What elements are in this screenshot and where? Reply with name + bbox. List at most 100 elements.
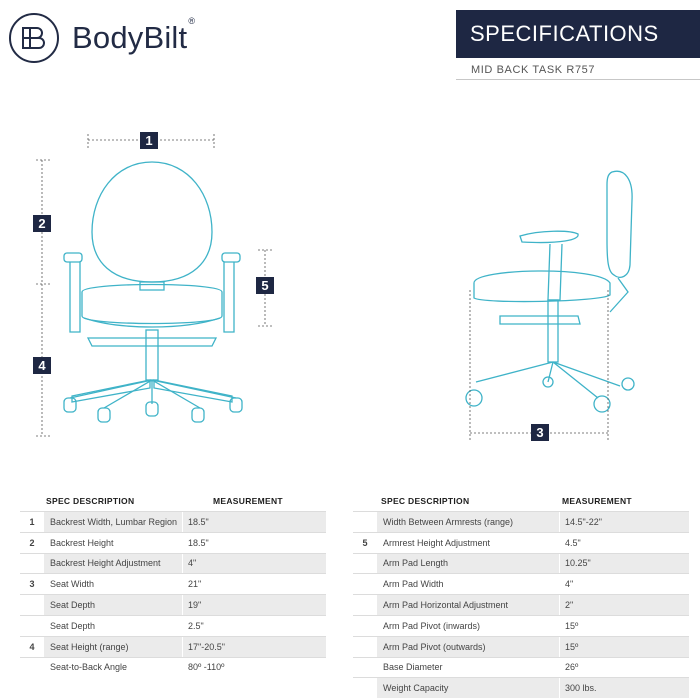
spec-measurement: 17"-20.5": [183, 635, 326, 658]
column-divider: [559, 511, 560, 533]
table-row: Arm Pad Pivot (outwards)15º: [353, 635, 689, 658]
spec-measurement: 2.5": [183, 614, 326, 637]
column-divider: [559, 614, 560, 637]
spec-description: Arm Pad Length: [377, 552, 559, 574]
dimension-label-1: 1: [140, 132, 158, 149]
row-number: [353, 573, 377, 595]
row-number: 3: [20, 573, 44, 595]
column-divider: [182, 635, 183, 658]
spec-measurement: 10.25": [560, 552, 689, 574]
spec-description: Armrest Height Adjustment: [377, 531, 559, 554]
spec-measurement: 4": [560, 573, 689, 595]
spec-measurement: 18.5": [183, 511, 326, 533]
svg-text:2: 2: [38, 216, 45, 231]
column-divider: [182, 594, 183, 616]
row-number: 5: [353, 531, 377, 554]
svg-text:3: 3: [536, 425, 543, 440]
spec-measurement: 80º -110º: [183, 656, 326, 678]
column-divider: [182, 614, 183, 637]
spec-measurement: 19": [183, 594, 326, 616]
spec-description: Backrest Height Adjustment: [44, 552, 182, 574]
spec-description: Seat Depth: [44, 594, 182, 616]
column-divider: [559, 677, 560, 699]
spec-measurement: 14.5"-22": [560, 511, 689, 533]
column-divider: [182, 531, 183, 554]
col-header-measurement: MEASUREMENT: [213, 496, 283, 506]
spec-measurement: 4": [183, 552, 326, 574]
spec-description: Arm Pad Width: [377, 573, 559, 595]
spec-measurement: 18.5": [183, 531, 326, 554]
spec-measurement: 21": [183, 573, 326, 595]
spec-description: Seat Height (range): [44, 635, 182, 658]
column-divider: [182, 656, 183, 678]
table-header: SPEC DESCRIPTION MEASUREMENT: [353, 491, 689, 512]
spec-description: Seat-to-Back Angle: [44, 656, 182, 678]
table-header: SPEC DESCRIPTION MEASUREMENT: [20, 491, 326, 512]
column-divider: [182, 552, 183, 574]
spec-description: Arm Pad Horizontal Adjustment: [377, 594, 559, 616]
row-number: 4: [20, 635, 44, 658]
row-number: [20, 614, 44, 637]
row-number: [353, 511, 377, 533]
row-number: [20, 552, 44, 574]
row-number: [353, 614, 377, 637]
column-divider: [559, 531, 560, 554]
column-divider: [559, 594, 560, 616]
page-title: SPECIFICATIONS: [456, 10, 700, 58]
row-number: [353, 594, 377, 616]
column-divider: [559, 635, 560, 658]
spec-table-right: SPEC DESCRIPTION MEASUREMENT Width Betwe…: [353, 491, 689, 699]
table-row: Arm Pad Pivot (inwards)15º: [353, 614, 689, 637]
column-divider: [182, 511, 183, 533]
row-number: 1: [20, 511, 44, 533]
spec-description: Arm Pad Pivot (inwards): [377, 614, 559, 637]
spec-measurement: 4.5": [560, 531, 689, 554]
table-row: Width Between Armrests (range)14.5"-22": [353, 511, 689, 533]
svg-text:1: 1: [145, 133, 152, 148]
row-number: [353, 677, 377, 699]
col-header-measurement: MEASUREMENT: [562, 496, 632, 506]
brand-logo: BodyBilt®: [8, 12, 195, 64]
row-number: [20, 656, 44, 678]
svg-text:4: 4: [38, 358, 46, 373]
row-number: [20, 594, 44, 616]
dimension-lines: [36, 134, 609, 440]
spec-description: Backrest Height: [44, 531, 182, 554]
subtitle-divider: [456, 57, 700, 80]
spec-description: Base Diameter: [377, 656, 559, 678]
col-header-description: SPEC DESCRIPTION: [381, 496, 470, 506]
spec-description: Arm Pad Pivot (outwards): [377, 635, 559, 658]
front-view-chair: [63, 161, 243, 423]
svg-text:5: 5: [261, 278, 268, 293]
column-divider: [182, 573, 183, 595]
col-header-description: SPEC DESCRIPTION: [46, 496, 135, 506]
spec-description: Seat Width: [44, 573, 182, 595]
column-divider: [559, 573, 560, 595]
dimension-label-5: 5: [256, 277, 274, 294]
model-subtitle: MID BACK TASK R757: [471, 64, 596, 76]
spec-measurement: 15º: [560, 635, 689, 658]
side-view-chair: [465, 170, 635, 413]
column-divider: [559, 552, 560, 574]
row-number: [353, 635, 377, 658]
row-number: 2: [20, 531, 44, 554]
column-divider: [559, 656, 560, 678]
dimension-label-2: 2: [33, 215, 51, 232]
spec-description: Backrest Width, Lumbar Region: [44, 511, 182, 533]
spec-measurement: 15º: [560, 614, 689, 637]
spec-description: Seat Depth: [44, 614, 182, 637]
